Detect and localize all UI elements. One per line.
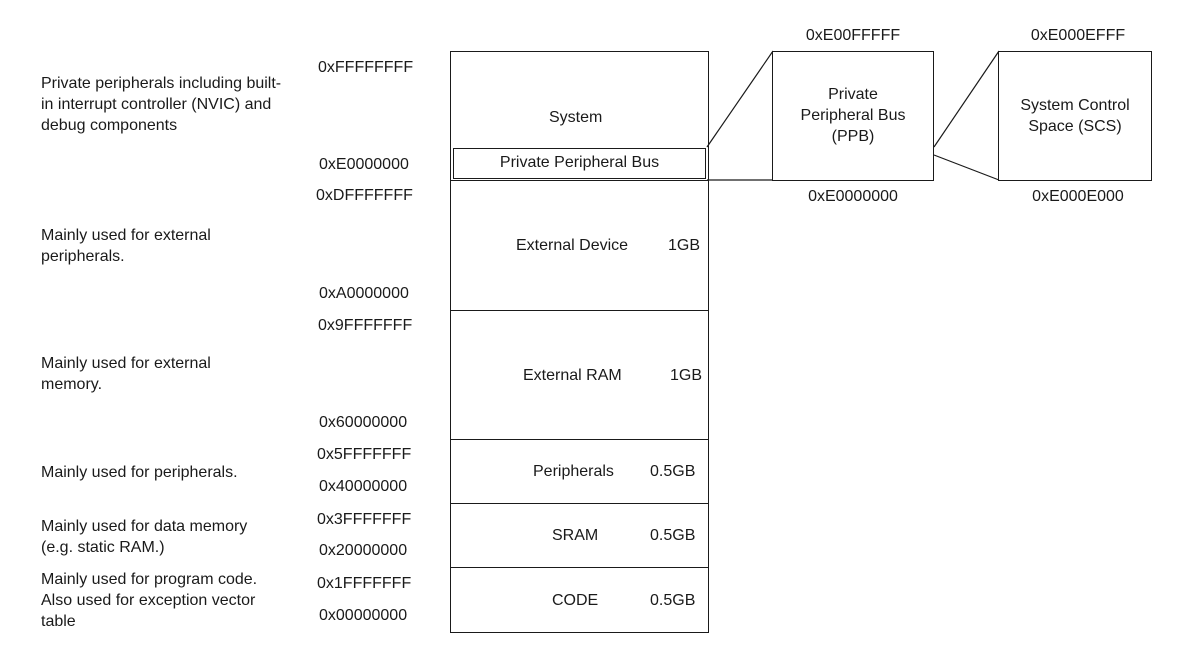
ppb-end-address: 0xE00FFFFF [805,27,901,44]
address-start-sram: 0x20000000 [319,542,408,559]
address-end-system: 0xFFFFFFFF [318,59,414,76]
memory-region-peripherals: Peripherals 0.5GB [450,439,709,504]
region-name-external-device: External Device [516,237,629,254]
scs-label: System Control Space (SCS) [1020,97,1130,135]
address-end-peripherals: 0x5FFFFFFF [317,446,412,463]
region-size-peripherals: 0.5GB [650,463,696,480]
scs-zoom-line-top [933,50,1000,148]
region-name-peripherals: Peripherals [533,463,614,480]
scs-end-address: 0xE000EFFF [1030,27,1126,44]
region-description-code: Mainly used for program code. Also used … [41,571,258,630]
region-size-sram: 0.5GB [650,527,696,544]
scs-detail-box: System Control Space (SCS) [998,51,1152,181]
region-size-external-device: 1GB [668,237,701,254]
memory-region-external-ram: External RAM 1GB [450,310,709,440]
memory-region-external-device: External Device 1GB [450,180,709,311]
region-description-peripherals: Mainly used for peripherals. [41,464,238,481]
address-end-sram: 0x3FFFFFFF [317,511,412,528]
sub-region-private-peripheral-bus: Private Peripheral Bus [453,148,706,179]
region-description-system: Private peripherals including built-in i… [41,75,282,134]
region-name-code: CODE [552,592,599,609]
address-start-code: 0x00000000 [319,607,408,624]
region-name-sram: SRAM [552,527,599,544]
ppb-zoom-line-top [706,50,774,148]
memory-region-system: System Private Peripheral Bus [450,51,709,181]
scs-start-address: 0xE000E000 [1032,188,1124,205]
address-end-external-ram: 0x9FFFFFFF [318,317,413,334]
ppb-detail-box: Private Peripheral Bus (PPB) [772,51,934,181]
region-description-external-device: Mainly used for external peripherals. [41,227,211,265]
memory-region-code: CODE 0.5GB [450,567,709,633]
region-size-code: 0.5GB [650,592,696,609]
memory-region-sram: SRAM 0.5GB [450,503,709,568]
address-start-peripherals: 0x40000000 [319,478,408,495]
address-start-external-ram: 0x60000000 [319,414,408,431]
address-end-code: 0x1FFFFFFF [317,575,412,592]
region-description-external-ram: Mainly used for external memory. [41,355,211,393]
region-description-sram: Mainly used for data memory (e.g. static… [41,518,248,556]
ppb-start-address: 0xE0000000 [808,188,898,205]
address-end-external-device: 0xDFFFFFFF [316,187,413,204]
region-name-external-ram: External RAM [523,367,622,384]
address-start-system: 0xE0000000 [319,156,409,173]
address-start-external-device: 0xA0000000 [319,285,409,302]
region-size-external-ram: 1GB [670,367,703,384]
ppb-label: Private Peripheral Bus (PPB) [800,86,906,145]
scs-zoom-line-bottom [933,154,1000,181]
region-name-system: System [549,109,603,126]
